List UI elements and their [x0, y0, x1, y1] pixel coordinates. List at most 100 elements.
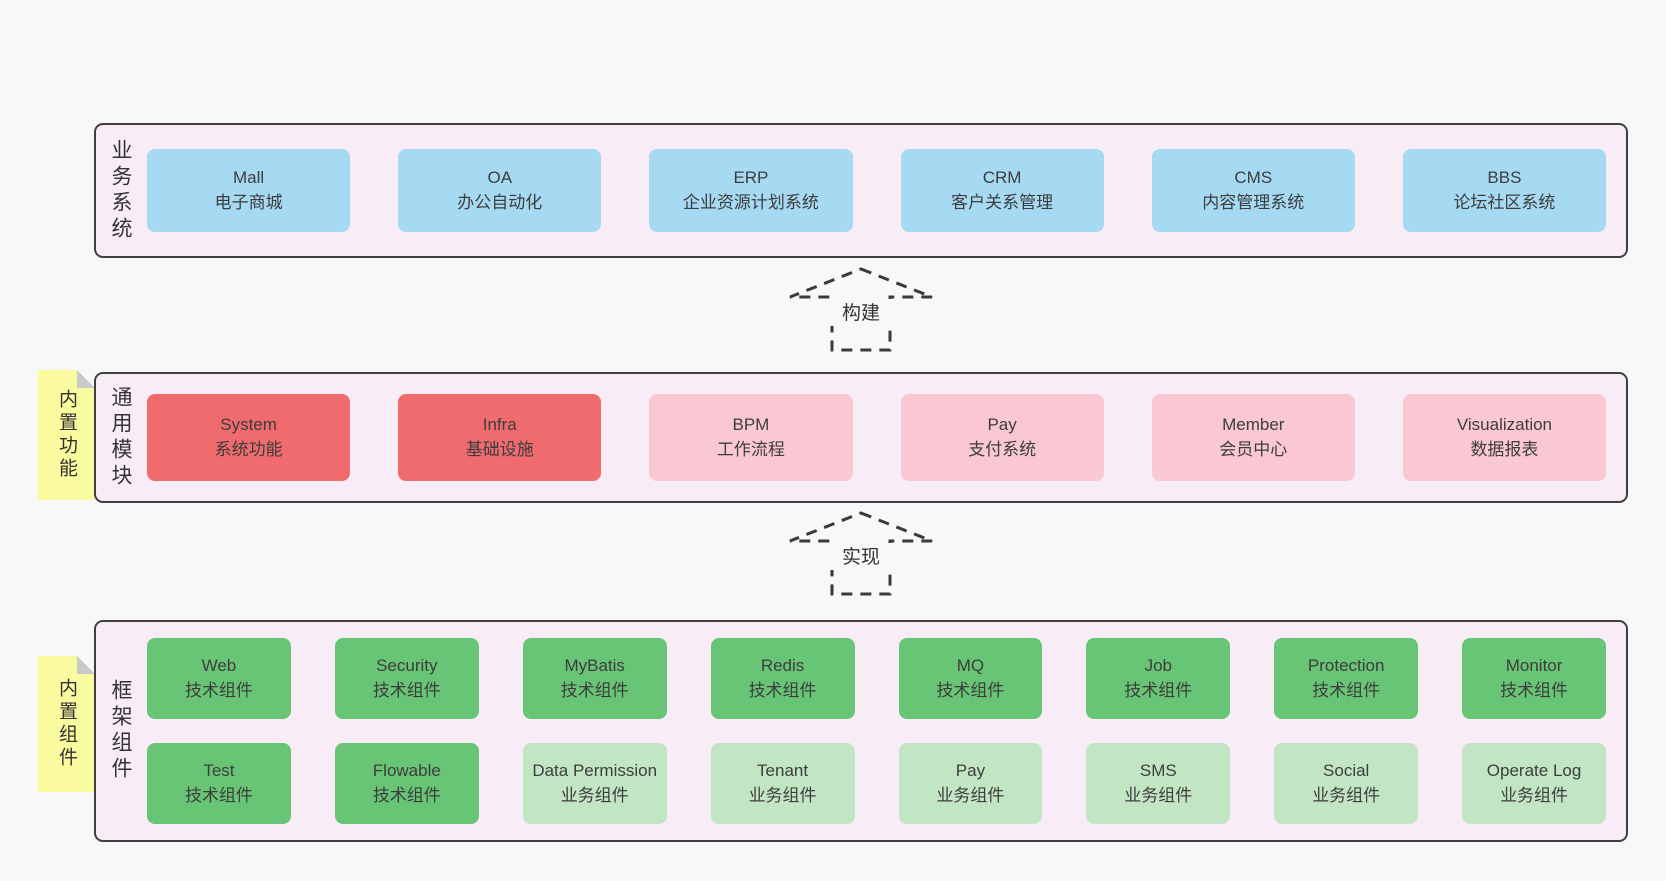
note-built-in-components: 内置组件 — [38, 656, 95, 792]
box-mybatis: MyBatis 技术组件 — [522, 638, 667, 719]
box-subtitle: 基础设施 — [465, 439, 534, 459]
box-title: CRM — [982, 167, 1022, 187]
box-pay-module: Pay 支付系统 — [900, 394, 1104, 481]
box-redis: Redis 技术组件 — [710, 638, 855, 719]
arrow-label-bg — [829, 543, 893, 570]
box-title: Data Permission — [532, 760, 658, 780]
components-grid: Web 技术组件 Security 技术组件 MyBatis 技术组件 Redi… — [135, 638, 1626, 824]
up-arrow-icon: 构建 — [789, 267, 933, 352]
box-subtitle: 会员中心 — [1219, 439, 1288, 459]
note-text: 内置组件 — [56, 678, 77, 770]
box-title: Protection — [1307, 655, 1385, 675]
box-title: Pay — [987, 414, 1017, 434]
box-subtitle: 技术组件 — [372, 785, 441, 805]
box-title: Mall — [233, 167, 265, 187]
box-title: Member — [1222, 414, 1285, 434]
box-subtitle: 技术组件 — [748, 680, 817, 700]
box-subtitle: 系统功能 — [214, 439, 283, 459]
box-title: Security — [376, 655, 438, 675]
box-subtitle: 业务组件 — [1312, 785, 1381, 805]
box-oa: OA 办公自动化 — [398, 149, 602, 232]
box-title: Pay — [955, 760, 986, 780]
box-title: Test — [203, 760, 235, 780]
components-row-1: Web 技术组件 Security 技术组件 MyBatis 技术组件 Redi… — [147, 638, 1606, 719]
box-visualization: Visualization 数据报表 — [1402, 394, 1607, 481]
box-protection: Protection 技术组件 — [1274, 638, 1419, 719]
box-title: Operate Log — [1486, 760, 1582, 780]
box-mq: MQ 技术组件 — [898, 638, 1043, 719]
box-subtitle: 业务组件 — [1500, 785, 1569, 805]
arrow-label: 构建 — [842, 302, 880, 324]
box-subtitle: 电子商城 — [214, 192, 283, 212]
box-subtitle: 技术组件 — [936, 680, 1005, 700]
box-title: SMS — [1139, 760, 1177, 780]
arrow-label-bg — [829, 299, 893, 326]
box-title: MQ — [956, 655, 985, 675]
box-title: System — [220, 414, 277, 434]
box-erp: ERP 企业资源计划系统 — [649, 149, 853, 232]
box-title: Job — [1144, 655, 1173, 675]
box-data-permission: Data Permission 业务组件 — [522, 743, 667, 824]
panel-framework-components: 框架组件 Web 技术组件 Security 技术组件 MyBatis 技术组件… — [94, 620, 1628, 842]
box-member: Member 会员中心 — [1151, 394, 1355, 481]
box-flowable: Flowable 技术组件 — [334, 743, 479, 824]
modules-box-row: System 系统功能 Infra 基础设施 BPM 工作流程 Pay 支付系统… — [135, 394, 1626, 481]
box-title: Redis — [760, 655, 805, 675]
box-title: Monitor — [1505, 655, 1563, 675]
box-title: Infra — [482, 414, 517, 434]
box-subtitle: 企业资源计划系统 — [682, 192, 819, 212]
note-text: 内置功能 — [56, 389, 77, 481]
box-subtitle: 技术组件 — [372, 680, 441, 700]
box-subtitle: 技术组件 — [1500, 680, 1569, 700]
box-mall: Mall 电子商城 — [147, 149, 351, 232]
box-web: Web 技术组件 — [147, 638, 291, 719]
box-subtitle: 技术组件 — [560, 680, 629, 700]
box-monitor: Monitor 技术组件 — [1462, 638, 1606, 719]
box-title: Visualization — [1456, 414, 1553, 434]
box-pay-component: Pay 业务组件 — [898, 743, 1043, 824]
arrow-label: 实现 — [842, 546, 880, 568]
box-bpm: BPM 工作流程 — [649, 394, 853, 481]
box-title: Tenant — [757, 760, 809, 780]
box-subtitle: 技术组件 — [184, 785, 253, 805]
panel-business-label: 业务系统 — [109, 138, 132, 243]
box-subtitle: 支付系统 — [968, 439, 1037, 459]
box-crm: CRM 客户关系管理 — [900, 149, 1104, 232]
box-test: Test 技术组件 — [147, 743, 291, 824]
box-subtitle: 业务组件 — [748, 785, 817, 805]
box-title: Web — [201, 655, 237, 675]
box-subtitle: 业务组件 — [1124, 785, 1193, 805]
box-subtitle: 办公自动化 — [457, 192, 543, 212]
box-tenant: Tenant 业务组件 — [710, 743, 855, 824]
panel-modules-label: 通用模块 — [109, 385, 132, 490]
panel-components-label: 框架组件 — [109, 679, 132, 783]
box-title: ERP — [733, 167, 769, 187]
arrow-build: 构建 — [786, 266, 936, 354]
panel-business-systems: 业务系统 Mall 电子商城 OA 办公自动化 ERP 企业资源计划系统 CRM… — [94, 123, 1628, 258]
box-subtitle: 内容管理系统 — [1202, 192, 1305, 212]
box-subtitle: 技术组件 — [1124, 680, 1193, 700]
box-title: BPM — [732, 414, 770, 434]
box-subtitle: 工作流程 — [716, 439, 785, 459]
box-cms: CMS 内容管理系统 — [1151, 149, 1355, 232]
box-job: Job 技术组件 — [1086, 638, 1231, 719]
box-title: MyBatis — [564, 655, 625, 675]
box-title: Social — [1323, 760, 1370, 780]
box-subtitle: 技术组件 — [184, 680, 253, 700]
box-title: CMS — [1234, 167, 1273, 187]
box-system: System 系统功能 — [147, 394, 351, 481]
components-row-2: Test 技术组件 Flowable 技术组件 Data Permission … — [147, 743, 1606, 824]
business-box-row: Mall 电子商城 OA 办公自动化 ERP 企业资源计划系统 CRM 客户关系… — [135, 149, 1626, 232]
box-operate-log: Operate Log 业务组件 — [1462, 743, 1606, 824]
box-subtitle: 技术组件 — [1312, 680, 1381, 700]
box-social: Social 业务组件 — [1274, 743, 1419, 824]
box-infra: Infra 基础设施 — [398, 394, 602, 481]
box-title: OA — [487, 167, 513, 187]
box-bbs: BBS 论坛社区系统 — [1402, 149, 1607, 232]
box-sms: SMS 业务组件 — [1086, 743, 1231, 824]
panel-common-modules: 通用模块 System 系统功能 Infra 基础设施 BPM 工作流程 Pay… — [94, 372, 1628, 503]
box-subtitle: 论坛社区系统 — [1453, 192, 1556, 212]
note-built-in-features: 内置功能 — [38, 370, 95, 500]
box-subtitle: 业务组件 — [560, 785, 629, 805]
